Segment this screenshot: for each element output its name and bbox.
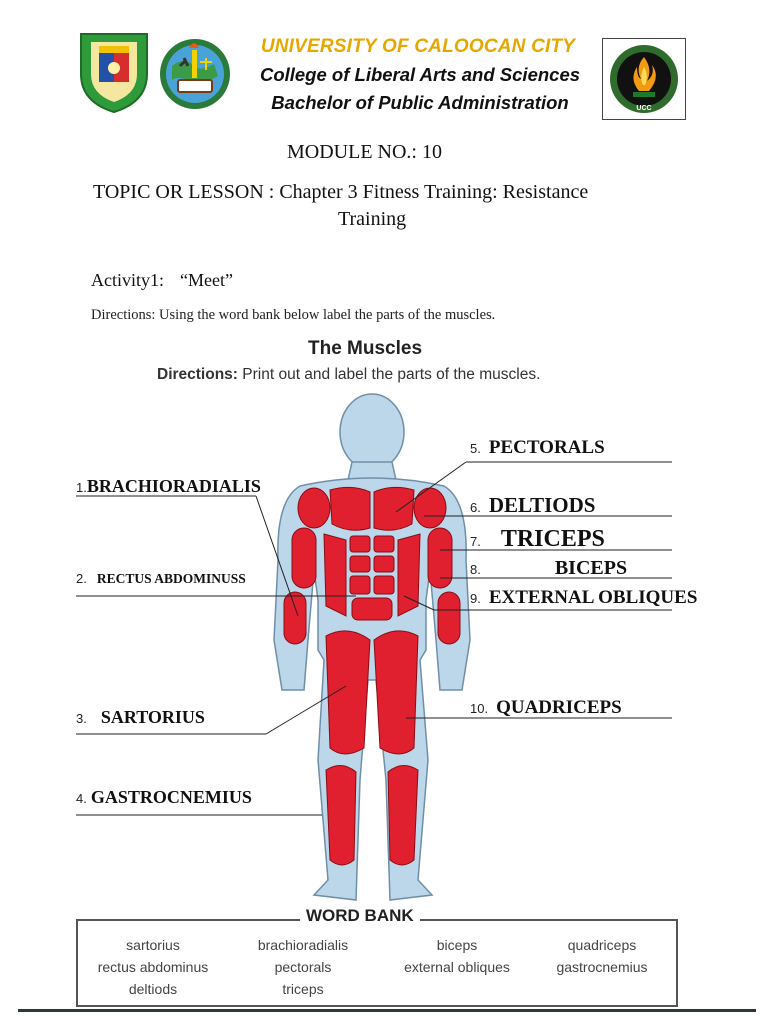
word-bank-item: rectus abdominus <box>97 959 209 975</box>
module-number: MODULE NO.: 10 <box>287 141 442 163</box>
label-2-text: RECTUS ABDOMINUSS <box>96 571 246 586</box>
label-6: 6. DELTIODS <box>470 493 595 518</box>
university-name: UNIVERSITY OF CALOOCAN CITY <box>260 36 576 57</box>
worksheet-directions-text: Print out and label the parts of the mus… <box>237 366 541 383</box>
word-bank-item: quadriceps <box>567 937 637 953</box>
label-4-number: 4. <box>76 791 87 806</box>
label-5-number: 5. <box>470 441 481 456</box>
college-globe-logo <box>158 36 232 112</box>
label-9-text: EXTERNAL OBLIQUES <box>488 587 698 608</box>
topic-line-1: TOPIC OR LESSON : Chapter 3 Fitness Trai… <box>93 181 589 203</box>
label-3-number: 3. <box>76 711 87 726</box>
college-name: College of Liberal Arts and Sciences <box>259 64 581 85</box>
worksheet-title: The Muscles <box>308 338 423 359</box>
label-1: 1.BRACHIORADIALIS <box>76 476 261 497</box>
label-8-number: 8. <box>470 562 481 577</box>
word-bank-item: deltiods <box>128 981 178 997</box>
leader-lines <box>76 461 672 816</box>
label-1-text: BRACHIORADIALIS <box>86 476 261 496</box>
worksheet-directions: Directions: Print out and label the part… <box>157 366 540 384</box>
label-9-number: 9. <box>470 591 481 606</box>
label-10-text: QUADRICEPS <box>496 697 622 718</box>
page-bottom-rule <box>18 1009 756 1012</box>
word-bank-item: gastrocnemius <box>556 959 648 975</box>
body-silhouette <box>273 393 471 901</box>
label-3: 3. SARTORIUS <box>76 707 205 728</box>
activity-directions: Directions: Using the word bank below la… <box>91 307 496 323</box>
label-1-number: 1. <box>76 480 87 495</box>
svg-text:UCC: UCC <box>636 105 651 112</box>
label-6-text: DELTIODS <box>488 493 596 517</box>
word-bank-item: brachioradialis <box>257 937 349 953</box>
university-seal-logo <box>77 30 151 114</box>
topic-lesson: TOPIC OR LESSON : Chapter 3 Fitness Trai… <box>93 179 693 233</box>
label-7-text: TRICEPS <box>500 526 605 552</box>
label-9: 9. EXTERNAL OBLIQUES <box>470 587 697 609</box>
topic-line-2: Training <box>338 208 407 230</box>
clas-seal-logo: UCC <box>602 38 686 120</box>
label-6-number: 6. <box>470 500 481 515</box>
word-bank-item: pectorals <box>274 959 332 975</box>
activity-label: Activity1: <box>91 270 164 290</box>
label-8: 8. BICEPS <box>470 557 627 580</box>
label-3-text: SARTORIUS <box>100 707 205 727</box>
activity-heading: Activity1: “Meet” <box>91 270 233 291</box>
word-bank-list: sartorius brachioradialis biceps quadric… <box>82 934 672 1000</box>
label-8-text: BICEPS <box>554 557 628 579</box>
word-bank-title: WORD BANK <box>300 906 420 926</box>
word-bank-item: biceps <box>436 937 478 953</box>
label-5: 5. PECTORALS <box>470 437 605 459</box>
word-bank-item: triceps <box>282 981 324 997</box>
label-4-text: GASTROCNEMIUS <box>90 787 252 807</box>
word-bank-item: sartorius <box>126 937 180 953</box>
word-bank-item: external obliques <box>404 959 510 975</box>
worksheet-directions-label: Directions: <box>157 366 238 383</box>
program-name: Bachelor of Public Administration <box>271 92 569 113</box>
label-10: 10. QUADRICEPS <box>470 697 622 719</box>
activity-name: “Meet” <box>180 270 233 290</box>
label-2-number: 2. <box>76 571 87 586</box>
label-4: 4.GASTROCNEMIUS <box>76 787 252 808</box>
label-10-number: 10. <box>470 701 489 716</box>
label-5-text: PECTORALS <box>488 437 605 458</box>
label-7-number: 7. <box>470 534 481 549</box>
label-7: 7. TRICEPS <box>470 526 605 553</box>
label-2: 2. RECTUS ABDOMINUSS <box>76 570 246 588</box>
